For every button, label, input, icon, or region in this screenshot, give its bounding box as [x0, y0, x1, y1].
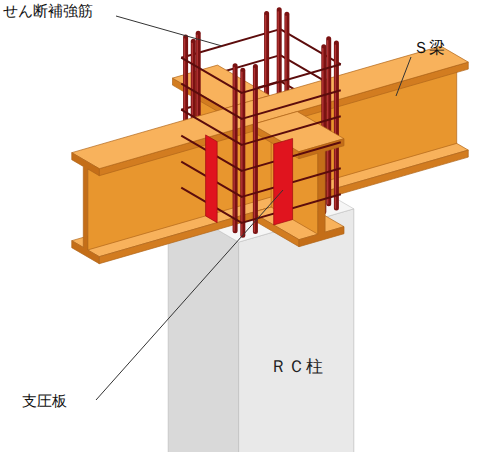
rebar-highlight [335, 45, 336, 208]
leader-line [116, 16, 222, 46]
shear-hoop [181, 188, 341, 223]
beam-flange [72, 46, 469, 169]
rebar [253, 67, 258, 232]
part-label: せん断補強筋 [3, 2, 93, 20]
joint-drawing [72, 10, 469, 452]
shear-hoop [181, 58, 341, 93]
column-label: ＲＣ柱 [270, 355, 324, 378]
bearing-plate [206, 135, 218, 223]
column-face [239, 209, 354, 452]
bearing-plate [274, 139, 293, 225]
shear-hoop [181, 110, 341, 145]
leader-lines [96, 16, 411, 400]
rebar [240, 70, 245, 235]
shear-hoop [181, 29, 341, 64]
shear-hoop [181, 136, 341, 171]
part-label: Ｓ梁 [413, 39, 445, 57]
rebar-highlight [327, 41, 328, 204]
rebar-highlight [233, 68, 234, 231]
leader-line [96, 190, 283, 400]
shear-hoop [181, 162, 341, 197]
beam-end [299, 139, 344, 247]
shear-hoop [181, 84, 341, 119]
rebar-highlight [254, 69, 255, 232]
part-label: 支圧板 [22, 392, 67, 410]
column-body: ＲＣ柱 [239, 346, 354, 386]
beam-end [72, 153, 100, 264]
leader-line [396, 57, 411, 96]
rebar [334, 43, 339, 208]
rebar-highlight [241, 72, 242, 235]
